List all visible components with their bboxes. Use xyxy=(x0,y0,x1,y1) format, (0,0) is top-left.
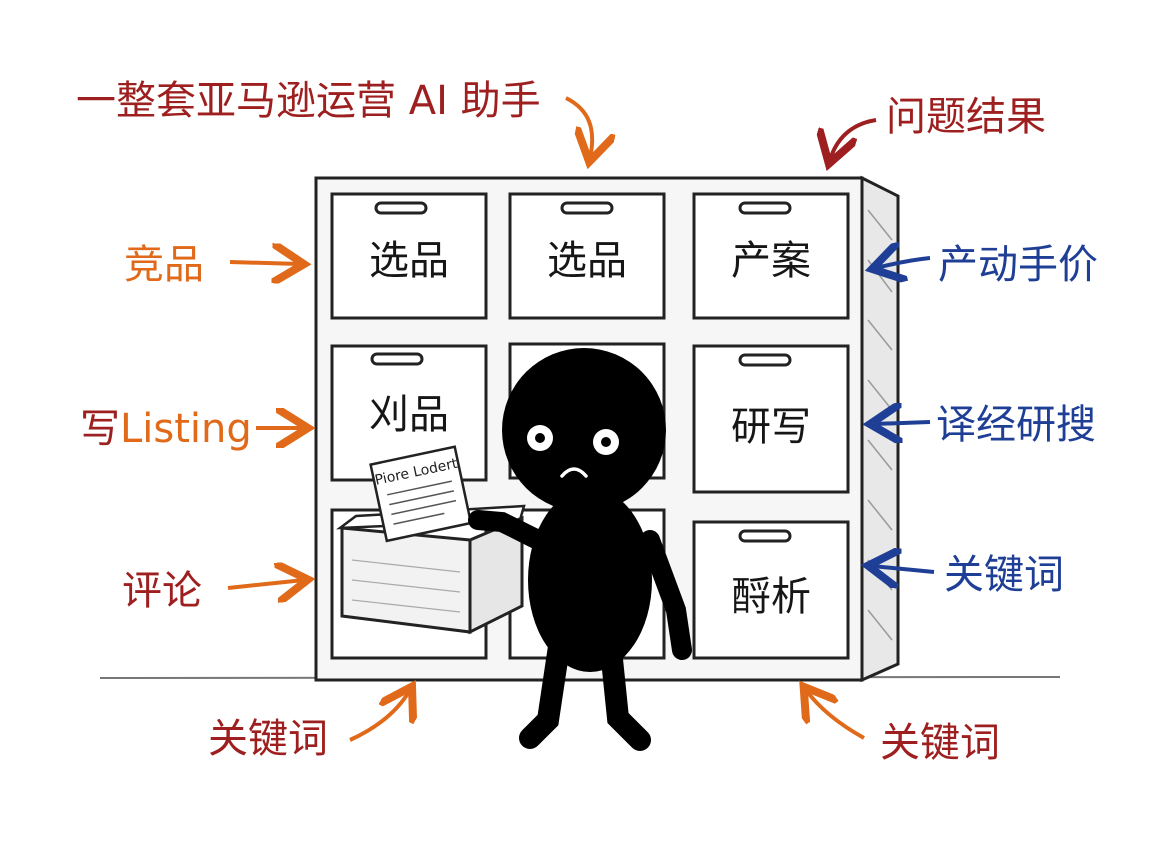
drawer-handle-icon xyxy=(738,529,792,543)
top-right-label: 问题结果 xyxy=(886,94,1046,140)
drawer-label: 刈品 xyxy=(369,392,449,438)
drawer-label: 酹析 xyxy=(731,574,811,620)
bottom-left-label: 关键词 xyxy=(208,716,328,762)
drawer-handle-icon xyxy=(374,201,428,215)
arrow-bottom-left xyxy=(349,690,410,742)
right-label-2: 译经研搜 xyxy=(936,402,1096,448)
arrow-title-to-cabinet xyxy=(565,96,592,158)
arrow-left-3 xyxy=(227,580,304,588)
arrow-top-right-to-cabinet xyxy=(830,118,877,160)
bottom-right-label: 关键词 xyxy=(880,720,1000,766)
right-label-3: 关键词 xyxy=(944,552,1064,598)
drawer-handle-icon xyxy=(738,201,792,215)
drawer-handle-icon xyxy=(738,353,792,367)
left-label-2-prefix: 写 xyxy=(80,406,120,452)
cabinet-side-panel xyxy=(860,175,900,683)
drawer-r3c3[interactable]: 酹析 xyxy=(692,520,850,660)
drawer-handle-icon xyxy=(370,352,424,366)
drawer-r2c3[interactable]: 研写 xyxy=(692,344,850,494)
left-label-2: 写Listing xyxy=(80,406,252,452)
character-mouth xyxy=(560,467,588,478)
drawer-r1c3[interactable]: 产案 xyxy=(692,192,850,320)
drawer-label: 研写 xyxy=(731,404,811,450)
left-label-3: 评论 xyxy=(122,568,202,614)
drawer-label: 产案 xyxy=(731,238,811,284)
title-label: 一整套亚马逊运营 AI 助手 xyxy=(76,78,541,124)
arrow-right-2 xyxy=(874,422,931,424)
arrow-right-1 xyxy=(876,258,931,268)
drawer-label: 选品 xyxy=(547,238,627,284)
arrow-left-1 xyxy=(229,262,300,264)
drawer-label: 选品 xyxy=(369,238,449,284)
left-label-1: 竞品 xyxy=(124,242,204,288)
drawer-r2c1[interactable]: 刈品 xyxy=(330,344,488,482)
arrow-bottom-right xyxy=(806,690,865,740)
confused-character-icon xyxy=(468,348,692,751)
drawer-r1c1[interactable]: 选品 xyxy=(330,192,488,320)
right-label-1: 产动手价 xyxy=(938,242,1098,288)
document-icon[interactable]: Piore Lodert xyxy=(369,445,473,543)
arrow-right-3 xyxy=(872,566,935,572)
left-label-2-suffix: Listing xyxy=(120,406,252,452)
drawer-handle-icon xyxy=(560,201,614,215)
drawer-r1c2[interactable]: 选品 xyxy=(508,192,666,320)
